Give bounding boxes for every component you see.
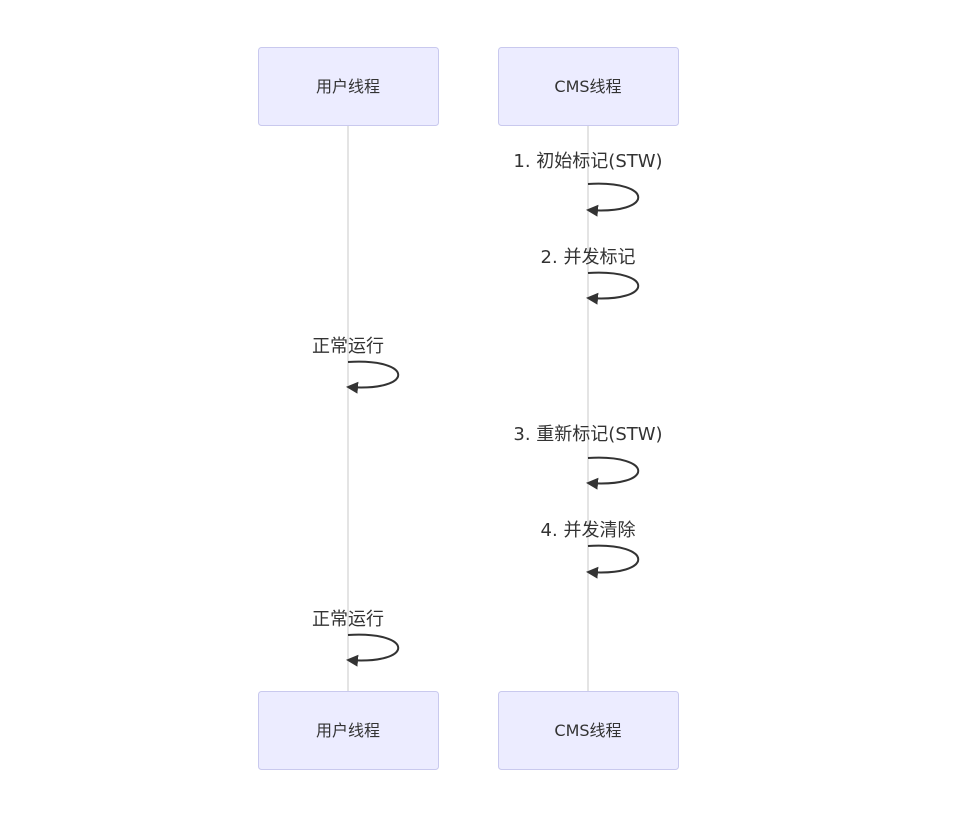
message-concurrent-mark-arrow [586, 271, 639, 305]
actor-bottom-cms: CMS线程 [498, 691, 679, 770]
message-user-running-1: 正常运行 [312, 336, 399, 394]
actor-bottom-cms-label: CMS线程 [554, 721, 621, 740]
message-concurrent-sweep-arrow [586, 544, 640, 579]
message-user-running-2-label: 正常运行 [312, 609, 384, 630]
message-user-running-1-label: 正常运行 [312, 336, 384, 357]
actor-bottom-user-label: 用户线程 [316, 721, 380, 740]
message-initial-mark-arrow [586, 182, 640, 217]
actor-top-cms-label: CMS线程 [554, 77, 621, 96]
message-initial-mark-label: 1. 初始标记(STW) [513, 151, 662, 172]
message-remark-label: 3. 重新标记(STW) [513, 424, 662, 445]
message-remark: 3. 重新标记(STW) [513, 424, 663, 490]
message-initial-mark: 1. 初始标记(STW) [513, 151, 663, 217]
message-user-running-1-arrow [346, 360, 399, 394]
actor-top-cms: CMS线程 [498, 47, 679, 126]
actor-top-user-label: 用户线程 [316, 77, 380, 96]
message-user-running-2-arrow [346, 633, 399, 667]
actor-bottom-user: 用户线程 [258, 691, 439, 770]
message-concurrent-mark: 2. 并发标记 [541, 247, 639, 305]
message-concurrent-sweep: 4. 并发清除 [541, 520, 640, 579]
message-concurrent-sweep-label: 4. 并发清除 [541, 520, 636, 541]
message-remark-arrow [586, 456, 639, 490]
actor-top-user: 用户线程 [258, 47, 439, 126]
message-concurrent-mark-label: 2. 并发标记 [541, 247, 636, 268]
message-user-running-2: 正常运行 [312, 609, 399, 667]
